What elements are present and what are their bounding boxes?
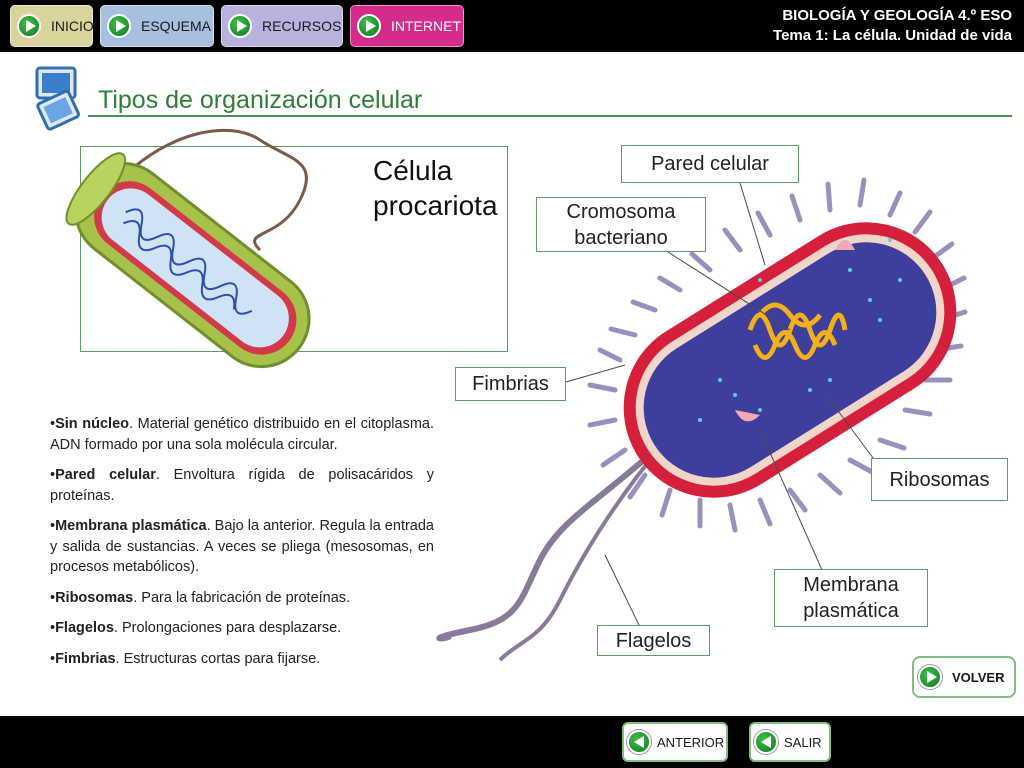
list-item: •Pared celular. Envoltura rígida de poli…: [50, 467, 434, 504]
bullet-term: Pared celular: [55, 467, 156, 483]
monitor-icon: [35, 66, 80, 131]
list-item: •Fimbrias. Estructuras cortas para fijar…: [50, 650, 321, 667]
nav-inicio-button[interactable]: INICIO: [10, 5, 94, 47]
nav-recursos-button[interactable]: RECURSOS: [221, 5, 343, 47]
label-cromosoma-bacteriano: Cromosoma bacteriano: [536, 197, 706, 252]
nav-internet-button[interactable]: INTERNET: [350, 5, 464, 47]
back-icon: [754, 730, 778, 754]
bullet-term: Fimbrias: [55, 650, 116, 667]
bullet-text: . Estructuras cortas para fijarse.: [115, 650, 321, 667]
bullet-text: . Prolongaciones para desplazarse.: [113, 620, 342, 636]
label-membrana-plasmatica: Membrana plasmática: [774, 569, 928, 627]
label-membrana-line2: plasmática: [803, 600, 899, 622]
header-title: BIOLOGÍA Y GEOLOGÍA 4.º ESO Tema 1: La c…: [773, 6, 1012, 46]
nav-esquema-label: ESQUEMA: [141, 18, 212, 34]
salir-label: SALIR: [784, 734, 822, 750]
label-cromosoma-line1: Cromosoma: [566, 200, 676, 223]
anterior-button[interactable]: ANTERIOR: [622, 722, 728, 762]
bullet-text: . Bajo la anterior. Regula la entrada y …: [50, 518, 434, 575]
cell-type-title: Célula procariota: [373, 153, 498, 223]
play-icon: [357, 14, 381, 38]
nav-recursos-label: RECURSOS: [262, 18, 342, 34]
list-item: •Ribosomas. Para la fabricación de prote…: [50, 589, 351, 606]
volver-button[interactable]: VOLVER: [912, 656, 1016, 698]
title-divider: [88, 115, 1012, 117]
bullet-term: Membrana plasmática: [55, 518, 207, 534]
label-membrana-line1: Membrana: [803, 574, 899, 596]
bullet-term: Flagelos: [55, 620, 114, 636]
topic-name: Tema 1: La célula. Unidad de vida: [773, 27, 1012, 44]
bullet-text: . Envoltura rígida de polisacáridos y pr…: [50, 467, 434, 504]
page-title: Tipos de organización celular: [98, 86, 423, 114]
label-pared-celular: Pared celular: [621, 145, 799, 183]
top-bar: INICIO ESQUEMA RECURSOS INTERNET BIOLOGÍ…: [0, 0, 1024, 52]
list-item: •Flagelos. Prolongaciones para desplazar…: [50, 620, 342, 636]
back-icon: [627, 730, 651, 754]
label-fimbrias: Fimbrias: [455, 367, 566, 401]
label-cromosoma-line2: bacteriano: [574, 226, 668, 249]
bullet-text: . Material genético distribuido en el ci…: [50, 416, 434, 453]
list-item: •Sin núcleo. Material genético distribui…: [50, 416, 434, 453]
bottom-bar: ANTERIOR SALIR: [0, 716, 1024, 768]
nav-inicio-label: INICIO: [51, 18, 94, 34]
bullet-term: Sin núcleo: [55, 416, 129, 432]
label-flagelos: Flagelos: [597, 625, 710, 656]
nav-internet-label: INTERNET: [391, 18, 461, 34]
play-icon: [17, 14, 41, 38]
play-icon: [107, 14, 131, 38]
play-icon: [918, 665, 942, 689]
bullet-text: . Para la fabricación de proteínas.: [133, 589, 351, 606]
cell-type-line1: Célula: [373, 155, 453, 186]
description-list: •Sin núcleo. Material genético distribui…: [50, 414, 434, 679]
cell-type-line2: procariota: [373, 190, 498, 221]
anterior-label: ANTERIOR: [657, 734, 725, 750]
nav-esquema-button[interactable]: ESQUEMA: [100, 5, 214, 47]
bullet-term: Ribosomas: [55, 589, 134, 606]
course-name: BIOLOGÍA Y GEOLOGÍA 4.º ESO: [782, 7, 1012, 24]
volver-label: VOLVER: [952, 669, 1005, 685]
list-item: •Membrana plasmática. Bajo la anterior. …: [50, 518, 434, 575]
play-icon: [228, 14, 252, 38]
salir-button[interactable]: SALIR: [749, 722, 831, 762]
label-ribosomas: Ribosomas: [871, 458, 1008, 501]
